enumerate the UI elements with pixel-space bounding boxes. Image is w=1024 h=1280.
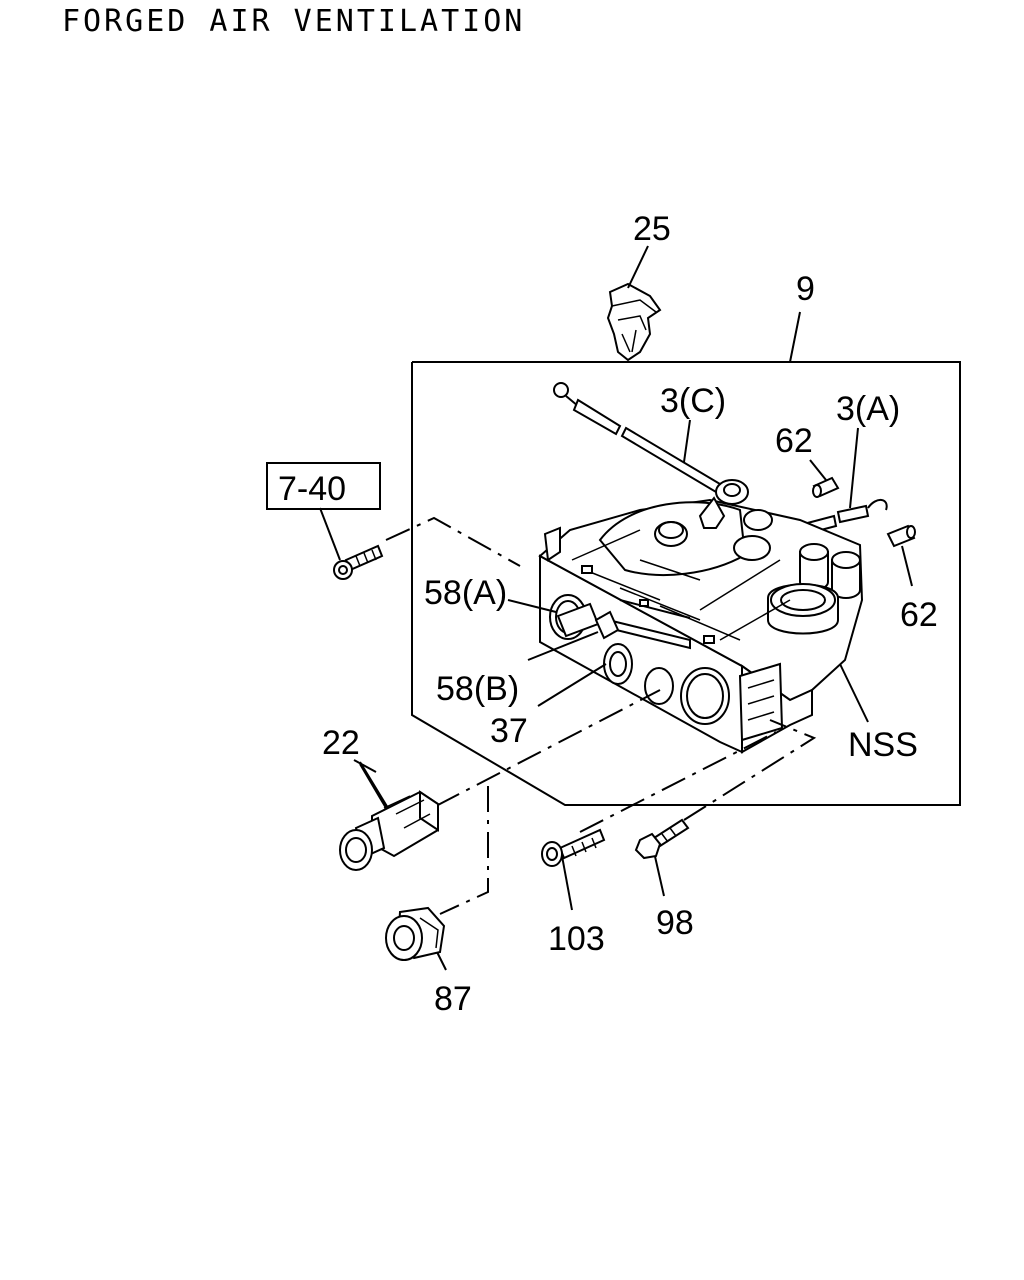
part-7-40-screw [266,462,384,580]
part-87-socket [385,906,446,961]
assembly-outline-box [411,311,961,806]
part-25-clip [606,245,662,362]
dashed-connection-lines [385,516,817,915]
callout-62-upper: 62 [775,422,813,460]
callout-nss: NSS [848,726,918,764]
part-22-switch [339,763,439,871]
callout-labels: 25 9 3(C) 3(A) 62 62 7-40 58(A) 58(B) 37… [278,210,938,1018]
callout-3c: 3(C) [660,382,726,420]
part-98-screw [634,818,690,860]
part-103-screw [541,828,606,867]
callout-25: 25 [633,210,671,248]
page-title: FORGED AIR VENTILATION [62,4,526,39]
callout-37: 37 [490,712,528,750]
callout-98: 98 [656,904,694,942]
callout-9: 9 [796,270,815,308]
callout-87: 87 [434,980,472,1018]
part-3c-cable [553,382,722,494]
part-62-bulb-upper [809,459,840,498]
control-unit-body [538,479,864,754]
callout-103: 103 [548,920,605,958]
callout-58a: 58(A) [424,574,507,612]
callout-58b: 58(B) [436,670,519,708]
leader-lines [353,599,869,971]
callout-22: 22 [322,724,360,762]
callout-62-right: 62 [900,596,938,634]
callout-3a: 3(A) [836,390,900,428]
part-62-bulb-right [886,524,916,587]
callout-7-40: 7-40 [278,470,346,508]
